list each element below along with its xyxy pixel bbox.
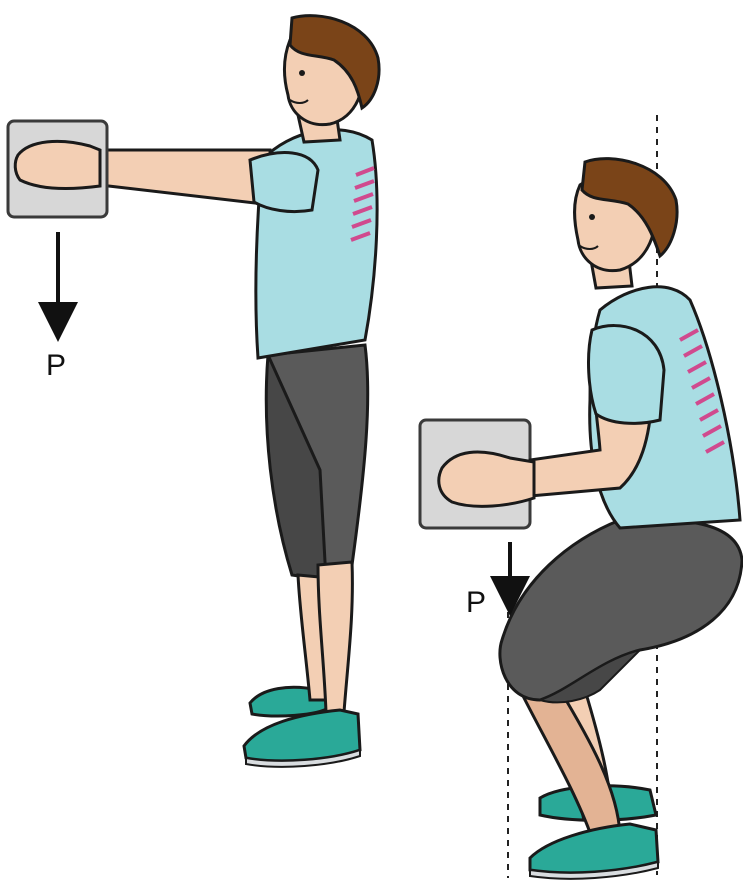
squatting-front-shoe (530, 824, 658, 879)
squatting-legs (500, 519, 742, 702)
standing-figure: P (8, 16, 379, 767)
standing-head (285, 16, 380, 142)
squatting-head (575, 159, 678, 288)
standing-load-label: P (46, 349, 66, 382)
squatting-load-label: P (466, 586, 486, 619)
standing-arm (95, 150, 318, 212)
standing-legs (266, 345, 367, 712)
standing-front-shoe (244, 710, 360, 767)
standing-hand (15, 141, 100, 188)
squatting-hand (439, 452, 534, 506)
squatting-figure: P (420, 115, 742, 879)
